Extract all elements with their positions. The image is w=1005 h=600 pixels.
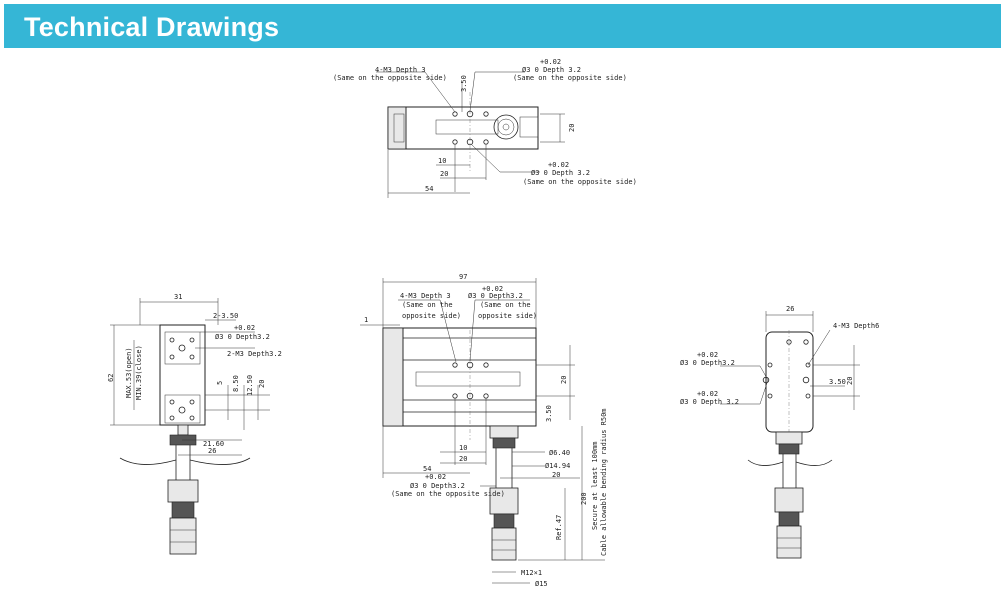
front-view-drawing: 97 1 4-M3 Depth 3 (Same on the opposite … <box>360 273 608 588</box>
right-tolerance-a: +0.02 <box>697 351 718 359</box>
front-dim-10: 10 <box>459 444 467 452</box>
right-dim-26: 26 <box>786 305 794 313</box>
top-tolerance-a: +0.02 <box>540 58 561 66</box>
top-opposite-c: (Same on the opposite side) <box>523 178 637 186</box>
right-m3-note: 4-M3 Depth6 <box>833 322 879 330</box>
front-m12: M12×1 <box>521 569 542 577</box>
left-max-open: MAX.53(open) <box>125 347 133 398</box>
front-dim-20-horizontal: 20 <box>459 455 467 463</box>
left-pin: Ø3 0 Depth3.2 <box>215 333 270 341</box>
front-opposite-a2: opposite side) <box>402 312 461 320</box>
front-dim-200: 200 <box>580 492 588 505</box>
top-opposite-b: (Same on the opposite side) <box>513 74 627 82</box>
left-dim-20: 20 <box>258 380 266 388</box>
top-tolerance-b: +0.02 <box>548 161 569 169</box>
front-opposite-b2: opposite side) <box>478 312 537 320</box>
top-view-drawing: 4-M3 Depth 3 (Same on the opposite side)… <box>333 58 637 198</box>
front-dim-20-vertical: 20 <box>560 376 568 384</box>
front-dim-1: 1 <box>364 316 368 324</box>
right-dim-20: 20 <box>846 377 854 385</box>
front-opposite-b: (Same on the <box>480 301 531 309</box>
left-m3-note: 2-M3 Depth3.2 <box>227 350 282 358</box>
left-dim-26: 26 <box>208 447 216 455</box>
right-view-drawing: 26 4-M3 Depth6 +0.02 Ø3 0 Depth3.2 +0.02… <box>680 305 879 559</box>
left-view-drawing: 31 2-3.50 +0.02 Ø3 0 Depth3.2 2-M3 Depth… <box>107 293 282 555</box>
top-pin-a: Ø3 0 Depth 3.2 <box>522 66 581 74</box>
front-tolerance-b: +0.02 <box>425 473 446 481</box>
front-dim-54: 54 <box>423 465 431 473</box>
front-d15: Ø15 <box>535 580 548 588</box>
front-ref47: Ref.47 <box>555 515 563 540</box>
left-min-close: MIN.39(close) <box>135 345 143 400</box>
top-dim-54: 54 <box>425 185 433 193</box>
front-secure-note: Secure at least 100mm <box>591 441 599 530</box>
top-pin-b: Ø3 0 Depth 3.2 <box>531 169 590 177</box>
front-opposite-a: (Same on the <box>402 301 453 309</box>
front-dim-1494: Ø14.94 <box>545 462 570 470</box>
right-pin-a: Ø3 0 Depth3.2 <box>680 359 735 367</box>
left-dim-850: 8.50 <box>232 375 240 392</box>
front-dim-350: 3.50 <box>545 405 553 422</box>
front-pin-b: Ø3 0 Depth3.2 <box>410 482 465 490</box>
top-dim-10: 10 <box>438 157 446 165</box>
front-dim-640: Ø6.40 <box>549 449 570 457</box>
top-dim-350: 3.50 <box>460 75 468 92</box>
right-pin-b: Ø3 0 Depth 3.2 <box>680 398 739 406</box>
left-dim-5: 5 <box>216 381 224 385</box>
front-m3-note: 4-M3 Depth 3 <box>400 292 451 300</box>
left-dim-31: 31 <box>174 293 182 301</box>
front-opposite-c: (Same on the opposite side) <box>391 490 505 498</box>
left-dim-1250: 12.50 <box>246 375 254 396</box>
front-dim-97: 97 <box>459 273 467 281</box>
left-dim-2160: 21.60 <box>203 440 224 448</box>
left-tolerance: +0.02 <box>234 324 255 332</box>
header-banner: Technical Drawings <box>4 4 1001 48</box>
left-dim-62: 62 <box>107 374 115 382</box>
front-dim-20-b: 20 <box>552 471 560 479</box>
front-tolerance-a: +0.02 <box>482 285 503 293</box>
page-title: Technical Drawings <box>24 12 280 42</box>
top-dim-20-vertical: 20 <box>568 124 576 132</box>
top-opposite-a: (Same on the opposite side) <box>333 74 447 82</box>
left-dim-2-350: 2-3.50 <box>213 312 238 320</box>
right-tolerance-b: +0.02 <box>697 390 718 398</box>
front-pin-a: Ø3 0 Depth3.2 <box>468 292 523 300</box>
top-dim-20-horizontal: 20 <box>440 170 448 178</box>
top-m3-note: 4-M3 Depth 3 <box>375 66 426 74</box>
front-bend-note: Cable allowable bending radius R50m <box>600 408 608 556</box>
right-dim-350: 3.50 <box>829 378 846 386</box>
